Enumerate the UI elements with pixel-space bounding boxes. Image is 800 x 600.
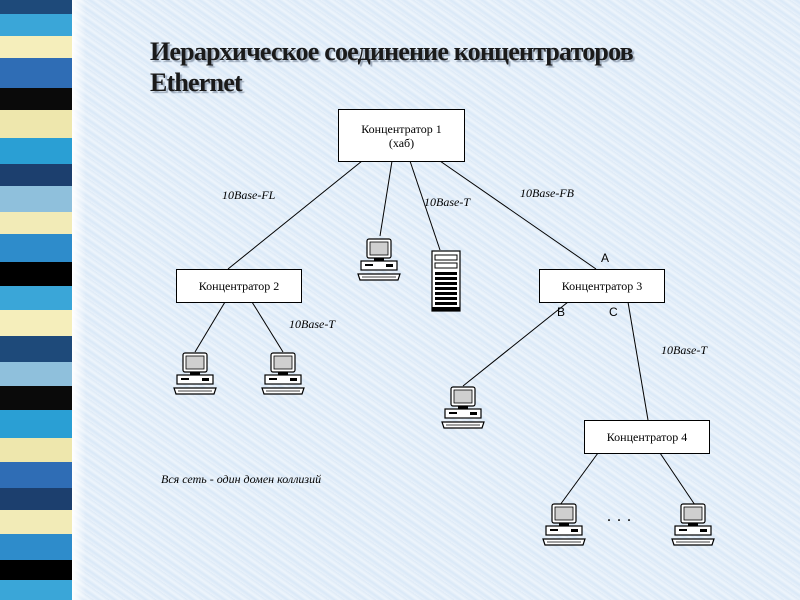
- computer-icon: [260, 352, 306, 396]
- link-hub1-server: [409, 160, 441, 251]
- link-label-10base-t-right: 10Base-T: [661, 343, 707, 357]
- computer-icon: [541, 503, 587, 547]
- computer-icon: [172, 352, 218, 396]
- hub-1: Концентратор 1 (хаб): [338, 109, 465, 162]
- link-hub1-pc: [379, 160, 393, 237]
- hub-3: Концентратор 3: [539, 269, 665, 303]
- port-label-b: B: [557, 305, 566, 319]
- hub-4: Концентратор 4: [584, 420, 710, 454]
- link-hub2-pc1: [194, 301, 226, 353]
- ellipsis: . . .: [607, 508, 632, 525]
- link-label-10base-t-left: 10Base-T: [289, 317, 335, 331]
- computer-icon: [356, 238, 402, 282]
- link-hub2-pc2: [251, 301, 284, 353]
- computer-icon: [440, 386, 486, 430]
- link-hub1-hub2: [227, 160, 363, 270]
- server-icon: [431, 250, 461, 312]
- hub-1-label: Концентратор 1: [361, 121, 442, 136]
- hub-2: Концентратор 2: [176, 269, 302, 303]
- link-hub4-pc1: [559, 452, 599, 506]
- link-label-10base-fb: 10Base-FB: [520, 186, 574, 200]
- link-label-10base-t-top: 10Base-T: [424, 195, 470, 209]
- slide-title-line1: Иерархическое соединение концентраторов: [150, 37, 634, 66]
- hub-3-label: Концентратор 3: [561, 279, 643, 293]
- link-hub3-hub4: [627, 301, 649, 421]
- hub-4-label: Концентратор 4: [606, 430, 688, 444]
- computer-icon: [670, 503, 716, 547]
- collision-domain-note: Вся сеть - один домен коллизий: [161, 472, 322, 486]
- link-hub3-pc: [462, 301, 569, 387]
- hub-2-label: Концентратор 2: [198, 279, 280, 293]
- slide-title-line2: Ethernet: [150, 68, 243, 97]
- link-hub1-hub3: [439, 160, 597, 270]
- port-label-a: A: [601, 251, 610, 265]
- decorative-stripe: [0, 0, 86, 600]
- slide-title: Иерархическое соединение концентраторов …: [150, 36, 710, 98]
- link-label-10base-fl: 10Base-FL: [222, 188, 276, 202]
- hub-1-sublabel: (хаб): [388, 135, 415, 150]
- link-hub4-pc2: [659, 452, 696, 506]
- port-label-c: C: [609, 305, 618, 319]
